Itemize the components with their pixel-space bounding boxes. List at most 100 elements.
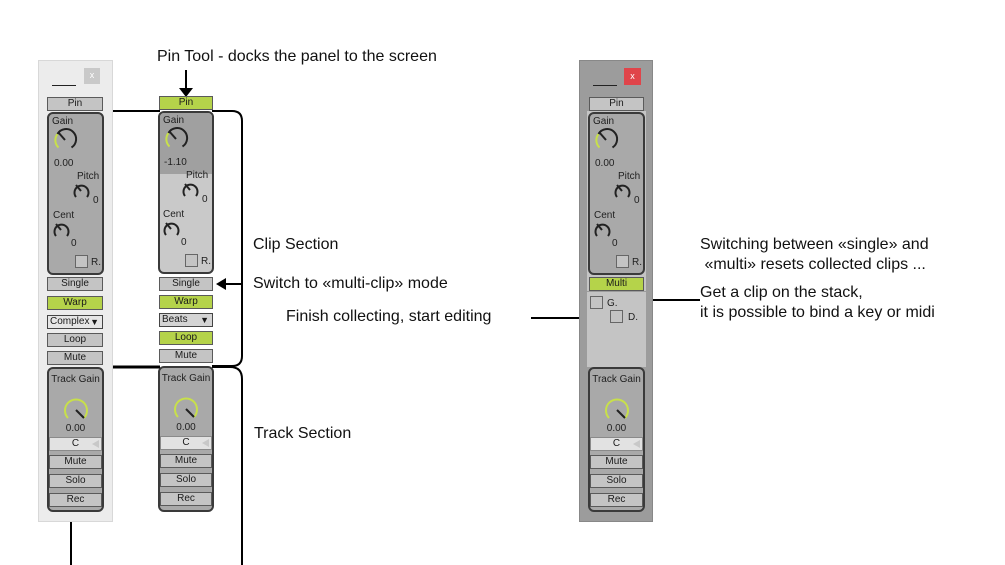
solo-button[interactable]: Solo <box>160 473 212 487</box>
key-arrow-icon <box>202 439 209 447</box>
minimize-icon[interactable] <box>593 85 617 86</box>
clip-section-annotation: Clip Section <box>253 236 339 253</box>
single-button[interactable]: Single <box>159 277 213 291</box>
rec-button[interactable]: Rec <box>590 493 643 507</box>
single-button[interactable]: Single <box>47 277 103 291</box>
solo-button[interactable]: Solo <box>590 474 643 488</box>
dropdown-arrow-icon: ▼ <box>90 317 99 327</box>
cent-label: Cent <box>594 210 616 221</box>
gain-label: Gain <box>163 115 185 126</box>
d-label: D. <box>628 312 638 323</box>
clip-section-panel: Gain 0.00 Pitch 0 Cent 0 R. <box>47 112 104 275</box>
r-label: R. <box>201 256 211 267</box>
key-arrow-icon <box>633 440 640 448</box>
pin-button[interactable]: Pin <box>589 97 644 111</box>
pitch-label: Pitch <box>77 171 100 182</box>
multi-button[interactable]: Multi <box>589 277 644 291</box>
r-checkbox[interactable] <box>616 255 629 268</box>
pitch-value: 0 <box>202 194 208 205</box>
pin-tool-annotation: Pin Tool - docks the panel to the screen <box>157 48 437 65</box>
track-mute-button[interactable]: Mute <box>590 455 643 469</box>
switching-note-line-3: Get a clip on the stack, <box>700 284 863 301</box>
key-selector[interactable]: C <box>49 437 102 451</box>
switch-multi-annotation: Switch to «multi-clip» mode <box>253 275 448 292</box>
cent-value: 0 <box>612 238 618 249</box>
loop-button[interactable]: Loop <box>47 333 103 347</box>
close-button[interactable]: x <box>624 68 641 85</box>
track-mute-button[interactable]: Mute <box>160 454 212 468</box>
pin-button[interactable]: Pin <box>159 96 213 110</box>
warp-button[interactable]: Warp <box>47 296 103 310</box>
clip-mute-button[interactable]: Mute <box>47 351 103 365</box>
warp-mode-value: Beats <box>162 314 188 325</box>
rec-button[interactable]: Rec <box>49 493 102 507</box>
minimize-icon[interactable] <box>52 85 76 86</box>
key-arrow-icon <box>92 440 99 448</box>
pin-button[interactable]: Pin <box>47 97 103 111</box>
track-gain-value: 0.00 <box>176 422 196 433</box>
rec-button[interactable]: Rec <box>160 492 212 506</box>
switching-note-line-2: «multi» resets collected clips ... <box>700 256 926 273</box>
gain-label: Gain <box>52 116 74 127</box>
pitch-label: Pitch <box>618 171 641 182</box>
d-checkbox[interactable] <box>610 310 623 323</box>
gain-knob[interactable] <box>52 127 78 153</box>
clip-section-panel: Gain 0.00 Pitch 0 Cent 0 R. <box>588 112 645 275</box>
track-section-bracket <box>212 366 243 565</box>
warp-button[interactable]: Warp <box>159 295 213 309</box>
switch-arrow-head <box>216 278 226 290</box>
track-gain-label: Track Gain <box>51 374 100 385</box>
key-value: C <box>71 438 80 449</box>
cent-knob[interactable] <box>51 220 71 240</box>
loop-button[interactable]: Loop <box>159 331 213 345</box>
switching-note-line-1: Switching between «single» and <box>700 236 929 253</box>
panel-a-window: x Pin Gain 0.00 Pitch 0 Cent 0 R. Single… <box>38 60 113 522</box>
track-gain-value: 0.00 <box>65 423 86 434</box>
pin-arrow-head <box>179 88 193 97</box>
cent-value: 0 <box>181 237 187 248</box>
track-gain-knob[interactable] <box>603 396 631 424</box>
cent-knob[interactable] <box>592 220 612 240</box>
solo-button[interactable]: Solo <box>49 474 102 488</box>
track-section-panel: Track Gain 0.00 C Mute Solo Rec <box>158 366 214 512</box>
panel-c-window: x Pin Gain 0.00 Pitch 0 Cent 0 R. Multi … <box>579 60 653 522</box>
gain-value: -1.10 <box>164 157 187 168</box>
gain-knob[interactable] <box>163 126 189 152</box>
warp-mode-select[interactable]: Beats ▼ <box>159 313 213 327</box>
cent-value: 0 <box>71 238 77 249</box>
g-label: G. <box>607 298 618 309</box>
close-button[interactable]: x <box>84 68 100 84</box>
cent-label: Cent <box>53 210 75 221</box>
key-selector[interactable]: C <box>160 436 212 450</box>
gain-value: 0.00 <box>54 158 74 169</box>
warp-mode-select[interactable]: Complex ▼ <box>47 315 103 329</box>
pitch-knob[interactable] <box>612 181 632 201</box>
key-value: C <box>612 438 621 449</box>
track-section-panel: Track Gain 0.00 C Mute Solo Rec <box>47 367 104 512</box>
track-gain-knob[interactable] <box>62 396 90 424</box>
track-section-panel: Track Gain 0.00 C Mute Solo Rec <box>588 367 645 512</box>
panel-b-window: Pin Gain -1.10 Pitch 0 Cent 0 R. Single … <box>158 95 214 515</box>
key-selector[interactable]: C <box>590 437 643 451</box>
track-gain-knob[interactable] <box>172 395 200 423</box>
track-mute-button[interactable]: Mute <box>49 455 102 469</box>
gain-label: Gain <box>593 116 615 127</box>
pitch-label: Pitch <box>186 170 209 181</box>
clip-mute-button[interactable]: Mute <box>159 349 213 363</box>
pitch-knob[interactable] <box>71 181 91 201</box>
r-checkbox[interactable] <box>185 254 198 267</box>
cent-knob[interactable] <box>161 219 181 239</box>
gain-knob[interactable] <box>593 127 619 153</box>
gain-value: 0.00 <box>595 158 615 169</box>
cent-label: Cent <box>163 209 185 220</box>
clip-section-bracket <box>212 110 243 367</box>
pitch-knob[interactable] <box>180 180 200 200</box>
g-checkbox[interactable] <box>590 296 603 309</box>
track-gain-label: Track Gain <box>161 373 211 384</box>
track-gain-value: 0.00 <box>606 423 627 434</box>
pitch-value: 0 <box>634 195 640 206</box>
r-checkbox[interactable] <box>75 255 88 268</box>
finish-collecting-annotation: Finish collecting, start editing <box>286 308 492 325</box>
r-label: R. <box>632 257 642 268</box>
